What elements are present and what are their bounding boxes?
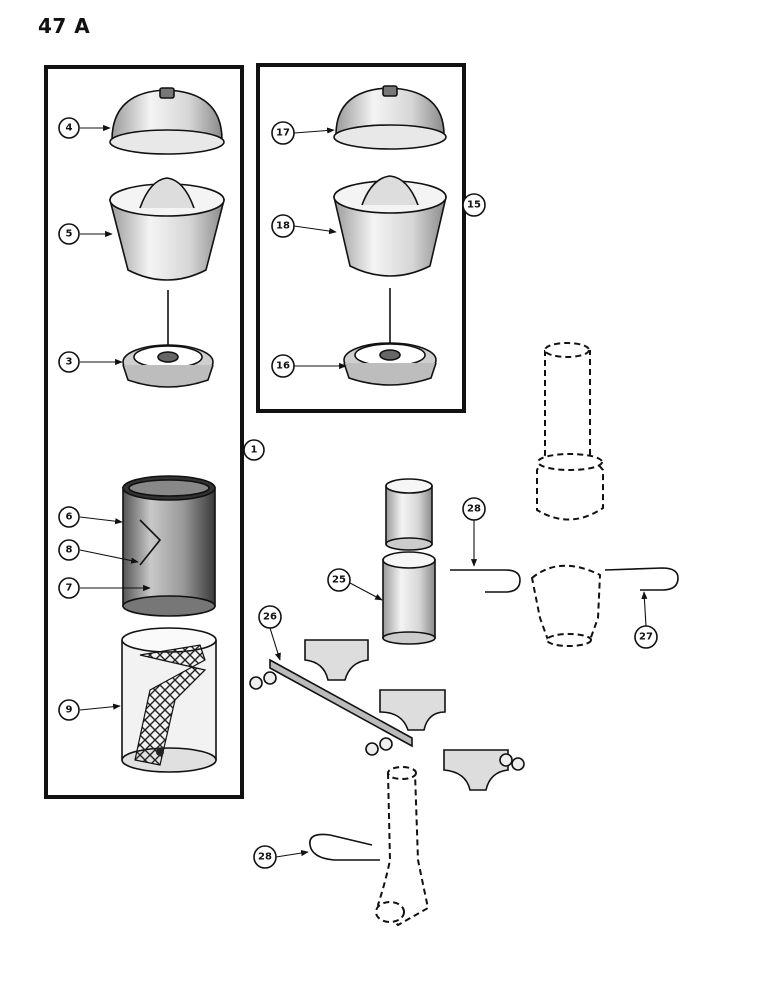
callout-28-upper: 28 xyxy=(462,497,486,521)
clamp-bracket-upper xyxy=(304,639,369,681)
part-4-cover xyxy=(109,87,225,155)
svg-text:16: 16 xyxy=(276,361,290,372)
callout-17: 17 xyxy=(271,121,295,145)
svg-text:25: 25 xyxy=(332,575,346,586)
svg-text:26: 26 xyxy=(263,612,277,623)
callout-3: 3 xyxy=(58,351,80,373)
kit-frame-right xyxy=(256,63,466,413)
callout-16: 16 xyxy=(271,354,295,378)
nut-washer-left xyxy=(249,671,277,690)
leader-8 xyxy=(79,549,139,564)
callout-9: 9 xyxy=(58,699,80,721)
svg-text:15: 15 xyxy=(467,200,481,211)
leader-27 xyxy=(641,591,648,627)
part-28-ubolt-lower xyxy=(309,833,380,861)
svg-text:28: 28 xyxy=(467,504,481,515)
clamp-bracket-middle xyxy=(379,689,446,731)
callout-28-lower: 28 xyxy=(253,845,277,869)
part-28-ubolt-upper xyxy=(450,569,521,593)
part-26-strap xyxy=(269,658,413,748)
svg-text:7: 7 xyxy=(66,583,73,594)
leader-28b xyxy=(275,850,309,858)
part-16-base xyxy=(343,288,437,386)
elbow-pipe-outline xyxy=(375,766,430,927)
callout-15: 15 xyxy=(462,193,486,217)
clamp-bracket-lower xyxy=(443,749,509,791)
svg-text:18: 18 xyxy=(276,221,290,232)
part-3-base xyxy=(122,290,214,388)
part-18-bowl xyxy=(332,175,448,277)
callout-25: 25 xyxy=(327,568,351,592)
callout-1: 1 xyxy=(243,439,265,461)
leader-26 xyxy=(269,627,281,661)
part-9-mesh-cage xyxy=(121,627,217,773)
callout-26: 26 xyxy=(258,605,282,629)
svg-text:9: 9 xyxy=(66,705,73,716)
callout-6: 6 xyxy=(58,506,80,528)
part-6-cylinder xyxy=(122,475,216,617)
nut-washer-center xyxy=(365,737,393,756)
callout-27: 27 xyxy=(634,625,658,649)
leader-25 xyxy=(349,582,383,601)
callout-18: 18 xyxy=(271,214,295,238)
part-27-ubolt xyxy=(604,567,679,591)
callout-4: 4 xyxy=(58,117,80,139)
callout-5: 5 xyxy=(58,223,80,245)
svg-text:28: 28 xyxy=(258,852,272,863)
callout-8: 8 xyxy=(58,539,80,561)
svg-text:27: 27 xyxy=(639,632,653,643)
part-25-pipe xyxy=(382,478,436,645)
svg-text:3: 3 xyxy=(66,357,73,368)
svg-text:4: 4 xyxy=(66,123,73,134)
part-17-cover xyxy=(333,85,447,150)
svg-text:5: 5 xyxy=(66,229,73,240)
nut-washer-right xyxy=(499,753,525,771)
svg-text:6: 6 xyxy=(66,512,73,523)
part-5-bowl xyxy=(108,177,226,281)
callout-7: 7 xyxy=(58,577,80,599)
svg-text:1: 1 xyxy=(251,445,258,456)
page-number: 47 A xyxy=(38,14,91,38)
svg-text:8: 8 xyxy=(66,545,73,556)
leader-6 xyxy=(79,516,123,525)
leader-18 xyxy=(293,225,337,235)
leader-17 xyxy=(293,127,335,134)
leader-9 xyxy=(79,703,121,711)
exhaust-stack-outline xyxy=(530,342,604,647)
kit-frame-left xyxy=(44,65,244,799)
svg-text:17: 17 xyxy=(276,128,290,139)
